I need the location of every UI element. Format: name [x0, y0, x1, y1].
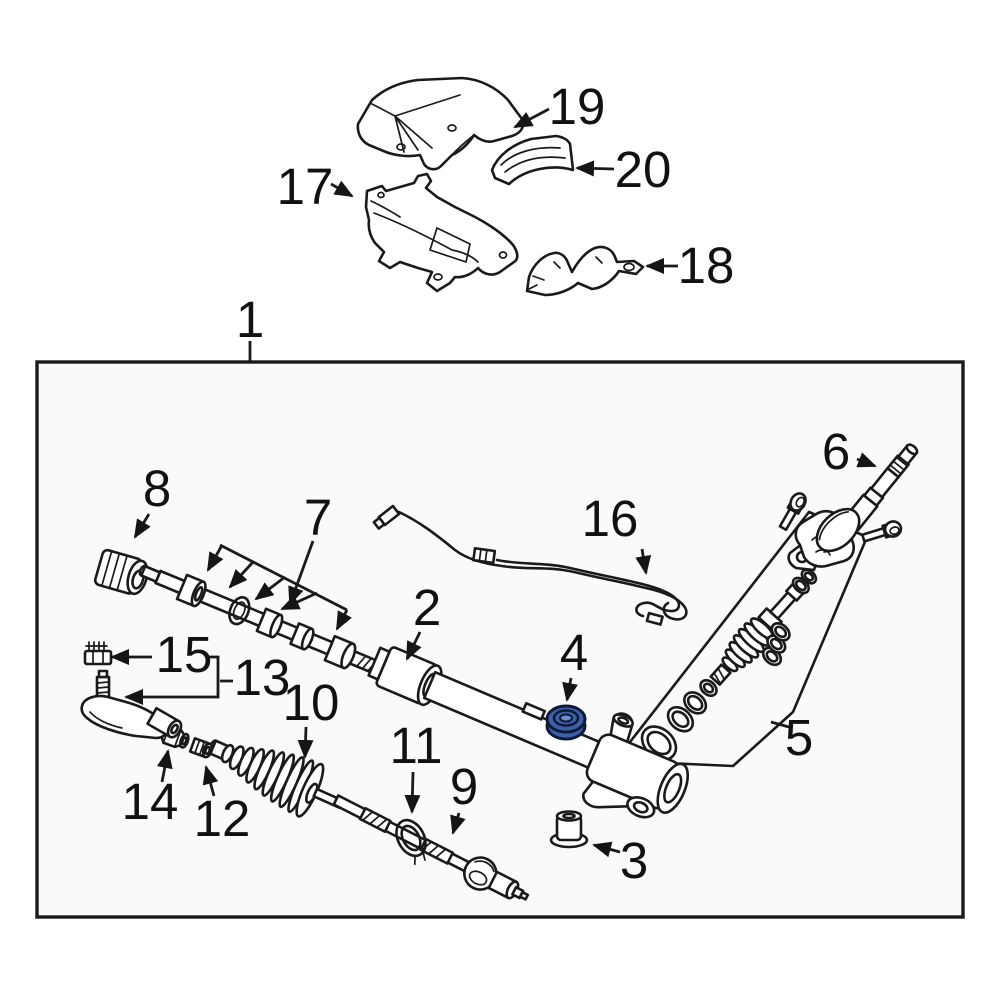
leader-arrow-9 — [450, 812, 466, 835]
part-16-pressure-lines — [372, 504, 688, 626]
leader-arrow-20 — [575, 160, 615, 177]
callout-1: 1 — [236, 291, 264, 348]
leader-arrow-12 — [202, 765, 219, 797]
leader-arrow-14 — [156, 749, 173, 783]
part-17-heat-shield-lower — [364, 172, 519, 293]
callout-17: 17 — [277, 158, 334, 215]
leader-arrow-10 — [297, 726, 314, 759]
part-7-callout-comb — [206, 543, 352, 631]
callout-10: 10 — [283, 674, 340, 731]
valve-housing — [787, 507, 861, 572]
part-15-nut — [83, 641, 113, 666]
bolt-left — [778, 492, 807, 532]
callout-2: 2 — [413, 579, 441, 636]
callout-20: 20 — [615, 141, 672, 198]
callout-16: 16 — [582, 490, 639, 547]
callout-18: 18 — [678, 237, 735, 294]
callout-12: 12 — [194, 790, 251, 847]
part-18-bracket — [525, 245, 645, 297]
leader-arrow-11 — [404, 771, 421, 814]
part-19-heat-shield-upper — [356, 76, 525, 171]
leader-arrow-16 — [635, 548, 652, 575]
part-10-boot — [207, 739, 344, 818]
leader-line-5 — [770, 720, 790, 729]
part-20-heat-shield-small — [490, 134, 575, 186]
part-2-gear-housing — [367, 646, 690, 819]
part-11-clamp — [395, 818, 427, 866]
callout-labels: 1 2 3 4 5 6 7 8 9 10 11 12 13 14 15 16 1… — [122, 78, 851, 889]
callout-5: 5 — [785, 709, 813, 766]
bracket-13 — [208, 655, 233, 699]
callout-13: 13 — [234, 649, 291, 706]
leader-arrow-6 — [856, 452, 877, 468]
part-12-bushing — [188, 737, 214, 759]
part-3-mount-bushing — [549, 810, 589, 849]
leader-arrow-2 — [405, 631, 422, 661]
part-13-outer-tie-rod-end — [80, 669, 183, 740]
part-8-bushing — [93, 548, 149, 596]
leader-arrow-17 — [330, 180, 354, 198]
leader-arrow-19 — [513, 107, 550, 129]
assembly-box — [35, 360, 965, 919]
callout-4: 4 — [560, 624, 588, 681]
callout-9: 9 — [450, 758, 478, 815]
callout-8: 8 — [143, 460, 171, 517]
leader-arrow-3 — [592, 841, 621, 858]
rack-bar — [138, 564, 391, 680]
leader-arrow-7 — [288, 540, 315, 606]
callout-14: 14 — [122, 773, 179, 830]
part-4-grommet-highlighted — [545, 704, 587, 741]
callout-6: 6 — [822, 423, 850, 480]
callout-15: 15 — [156, 626, 213, 683]
leader-arrows — [110, 452, 877, 858]
leader-arrow-8 — [133, 513, 151, 539]
bolt-right — [861, 520, 903, 543]
callout-7: 7 — [304, 489, 332, 546]
leader-arrow-4 — [562, 677, 578, 702]
callout-3: 3 — [620, 832, 648, 889]
callout-11: 11 — [390, 717, 443, 774]
callout-19: 19 — [549, 78, 606, 135]
